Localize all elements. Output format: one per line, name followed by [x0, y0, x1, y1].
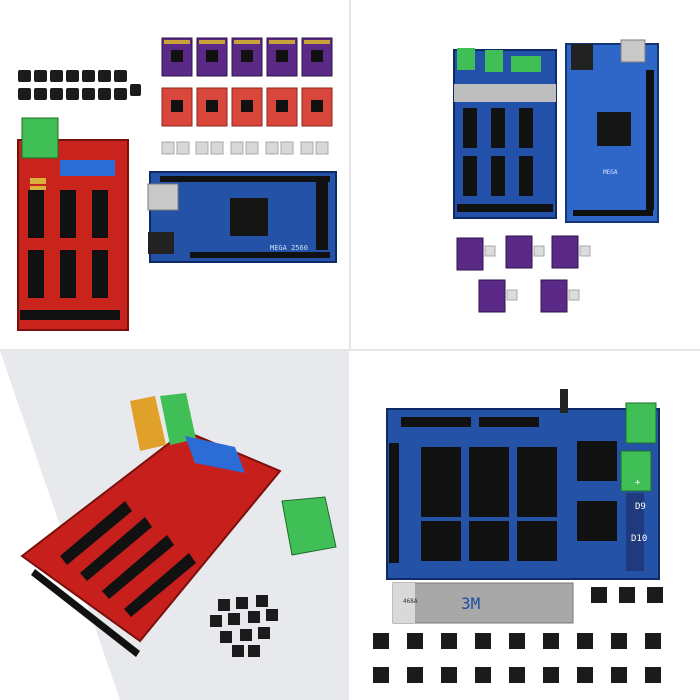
green-terminal-block — [281, 496, 337, 556]
panel-red-board-angled — [0, 351, 349, 700]
ramps-1-6-blue-board: D9 D10 + — [386, 389, 660, 580]
collage-divider-vertical — [349, 0, 351, 350]
board-label-d9: D9 — [635, 502, 646, 512]
panel-ramps-blue-kit: MEGA — [351, 0, 700, 349]
tape-small-label: 468A — [403, 598, 418, 605]
ramps-blue-kit-image: MEGA — [453, 39, 659, 313]
collage-divider-horizontal — [0, 349, 700, 351]
jumper-caps-pile — [210, 595, 278, 657]
red-board-angled-image — [0, 351, 349, 700]
drv8825-drivers-row — [161, 37, 333, 77]
mega-board-label: MEGA 2560 — [270, 244, 308, 252]
thermal-tape-roll: 3M 468A — [392, 582, 574, 624]
panel-ramps-1-6-kit: D9 D10 + 3M 468A — [351, 351, 700, 700]
ramps-red-board — [17, 117, 129, 331]
ramps-1-6-kit-image: D9 D10 + 3M 468A — [373, 389, 663, 683]
a4988-drivers-row — [161, 87, 333, 127]
ramps-blue-board — [453, 48, 557, 219]
ramps-red-board-angled — [20, 393, 282, 657]
jumper-caps-group — [18, 70, 141, 100]
heatsinks-row — [161, 141, 329, 155]
arduino-mega-blue-board: MEGA — [565, 39, 659, 223]
board-label-plus: + — [635, 478, 641, 488]
tape-label: 3M — [461, 594, 480, 613]
ramps-red-kit-image: MEGA 2560 — [17, 37, 337, 331]
drv8825-drivers-cluster — [456, 235, 591, 313]
panel-ramps-red-kit: MEGA 2560 — [0, 0, 349, 349]
mega-small-label: MEGA — [603, 169, 618, 176]
board-label-d10: D10 — [631, 534, 647, 544]
jumper-caps-grid — [373, 587, 663, 683]
arduino-mega-board: MEGA 2560 — [147, 171, 337, 263]
